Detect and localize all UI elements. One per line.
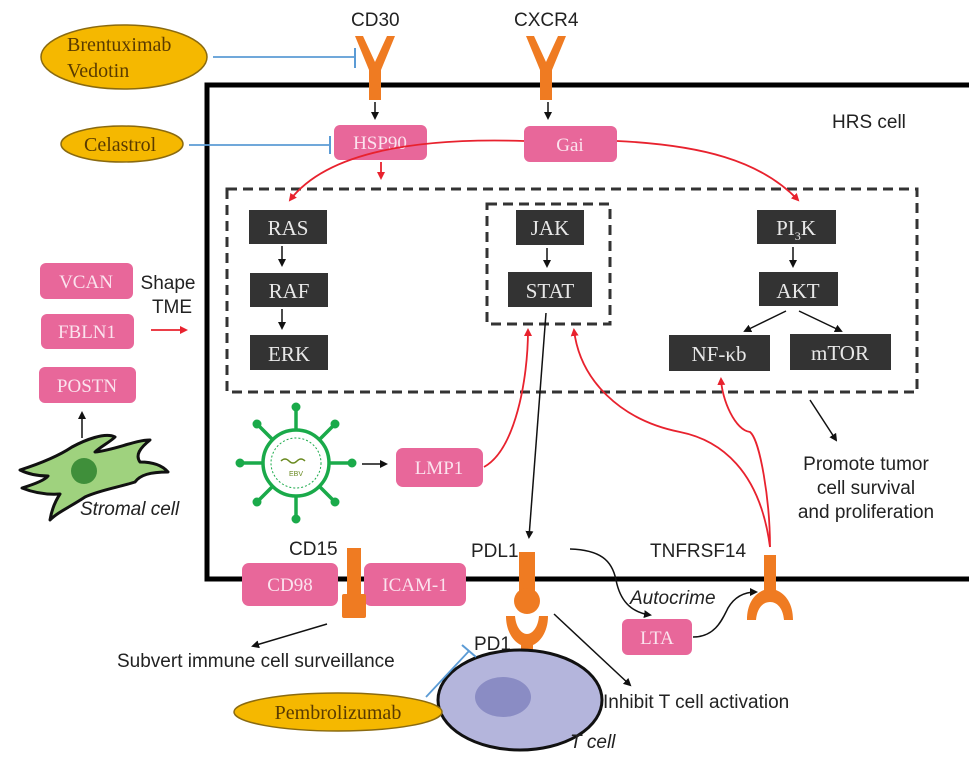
pi3k-node: PI3K — [757, 210, 836, 244]
cxcr4-label: CXCR4 — [514, 10, 579, 31]
stromal-cell-label: Stromal cell — [80, 499, 180, 520]
svg-text:AKT: AKT — [776, 279, 819, 303]
svg-text:JAK: JAK — [531, 216, 570, 240]
svg-text:mTOR: mTOR — [811, 341, 869, 365]
stromal-cell-icon — [18, 433, 170, 522]
svg-text:and proliferation: and proliferation — [798, 502, 934, 523]
svg-text:RAF: RAF — [269, 279, 310, 303]
tnfrsf14-to-nfkb-arrow — [717, 377, 771, 548]
svg-text:Brentuximab: Brentuximab — [67, 34, 171, 56]
vcan-node: VCAN — [40, 263, 133, 299]
svg-text:STAT: STAT — [526, 279, 575, 303]
hrs-cell-membrane — [204, 82, 969, 582]
mtor-node: mTOR — [790, 334, 891, 370]
ras-node: RAS — [249, 210, 327, 244]
stat-node: STAT — [508, 272, 592, 307]
svg-text:TME: TME — [152, 297, 192, 318]
svg-text:Pembrolizumab: Pembrolizumab — [275, 702, 402, 724]
gai-to-pi3k-arrow — [616, 140, 800, 202]
celastrol-drug: Celastrol — [60, 125, 184, 163]
svg-text:PI3K: PI3K — [776, 216, 816, 243]
svg-text:RAS: RAS — [268, 216, 309, 240]
stat-to-pdl1-arrow — [525, 312, 547, 539]
pembrolizumab-inhibit-line — [425, 650, 470, 698]
cxcr4-receptor: CXCR4 — [514, 10, 579, 100]
lta-to-tnfrsf14-arrow — [692, 588, 758, 638]
t-cell-label: T cell — [570, 732, 616, 753]
svg-text:TNFRSF14: TNFRSF14 — [650, 541, 747, 562]
svg-text:EBV: EBV — [289, 471, 303, 478]
icam1-node: ICAM-1 — [364, 563, 466, 606]
svg-text:Shape: Shape — [141, 273, 196, 294]
svg-text:PDL1: PDL1 — [471, 541, 519, 562]
postn-node: POSTN — [39, 367, 136, 403]
svg-text:Gai: Gai — [556, 135, 583, 156]
pembrolizumab-drug: Pembrolizumab — [233, 692, 443, 732]
fbln1-node: FBLN1 — [41, 314, 134, 349]
jak-node: JAK — [516, 210, 584, 245]
svg-text:cell survival: cell survival — [817, 478, 915, 499]
lta-node: LTA — [622, 619, 692, 655]
cd30-receptor: CD30 — [351, 10, 400, 100]
ebv-virus-icon: EBV — [235, 402, 357, 524]
t-cell-icon — [436, 648, 604, 752]
pathway-box — [225, 187, 919, 394]
svg-text:CD98: CD98 — [267, 575, 312, 596]
pdl1-to-lta-arrow — [569, 548, 652, 619]
cd30-label: CD30 — [351, 10, 400, 31]
raf-node: RAF — [250, 273, 328, 307]
hsp90-node: HSP90 — [334, 125, 427, 160]
svg-text:Celastrol: Celastrol — [84, 134, 157, 156]
svg-text:ICAM-1: ICAM-1 — [382, 575, 447, 596]
autocrime-label: Autocrime — [629, 588, 716, 609]
svg-text:LTA: LTA — [640, 628, 674, 649]
svg-text:NF-κb: NF-κb — [692, 342, 747, 366]
hrs-cell-label: HRS cell — [832, 112, 906, 133]
akt-node: AKT — [759, 272, 838, 306]
svg-text:Vedotin: Vedotin — [67, 60, 129, 82]
promote-label: Promote tumor cell survival and prolifer… — [798, 454, 934, 523]
brentuximab-vedotin-drug: Brentuximab Vedotin — [40, 24, 208, 90]
svg-text:FBLN1: FBLN1 — [58, 322, 116, 343]
cd15-receptor: CD15 — [289, 539, 366, 618]
subvert-label: Subvert immune cell surveillance — [117, 651, 395, 672]
svg-text:VCAN: VCAN — [59, 272, 113, 293]
nfkb-node: NF-κb — [669, 335, 770, 371]
cd98-node: CD98 — [242, 563, 338, 606]
lmp1-node: LMP1 — [396, 448, 483, 487]
lmp1-to-jakstat-arrow — [483, 328, 532, 468]
inhibit-label: Inhibit T cell activation — [603, 692, 789, 713]
shape-tme-label: Shape TME — [141, 273, 196, 318]
svg-text:POSTN: POSTN — [57, 376, 117, 397]
tnfrsf14-to-jakstat-arrow — [570, 328, 771, 548]
pdl1-receptor: PDL1 — [471, 541, 540, 614]
svg-text:CD15: CD15 — [289, 539, 338, 560]
gai-to-ras-arrow — [288, 139, 525, 202]
tnfrsf14-receptor: TNFRSF14 — [650, 541, 793, 620]
erk-node: ERK — [250, 335, 328, 370]
svg-text:ERK: ERK — [268, 342, 310, 366]
svg-text:LMP1: LMP1 — [415, 458, 464, 479]
gai-node: Gai — [524, 126, 617, 162]
jak-stat-box — [485, 202, 612, 326]
svg-text:Promote tumor: Promote tumor — [803, 454, 929, 475]
